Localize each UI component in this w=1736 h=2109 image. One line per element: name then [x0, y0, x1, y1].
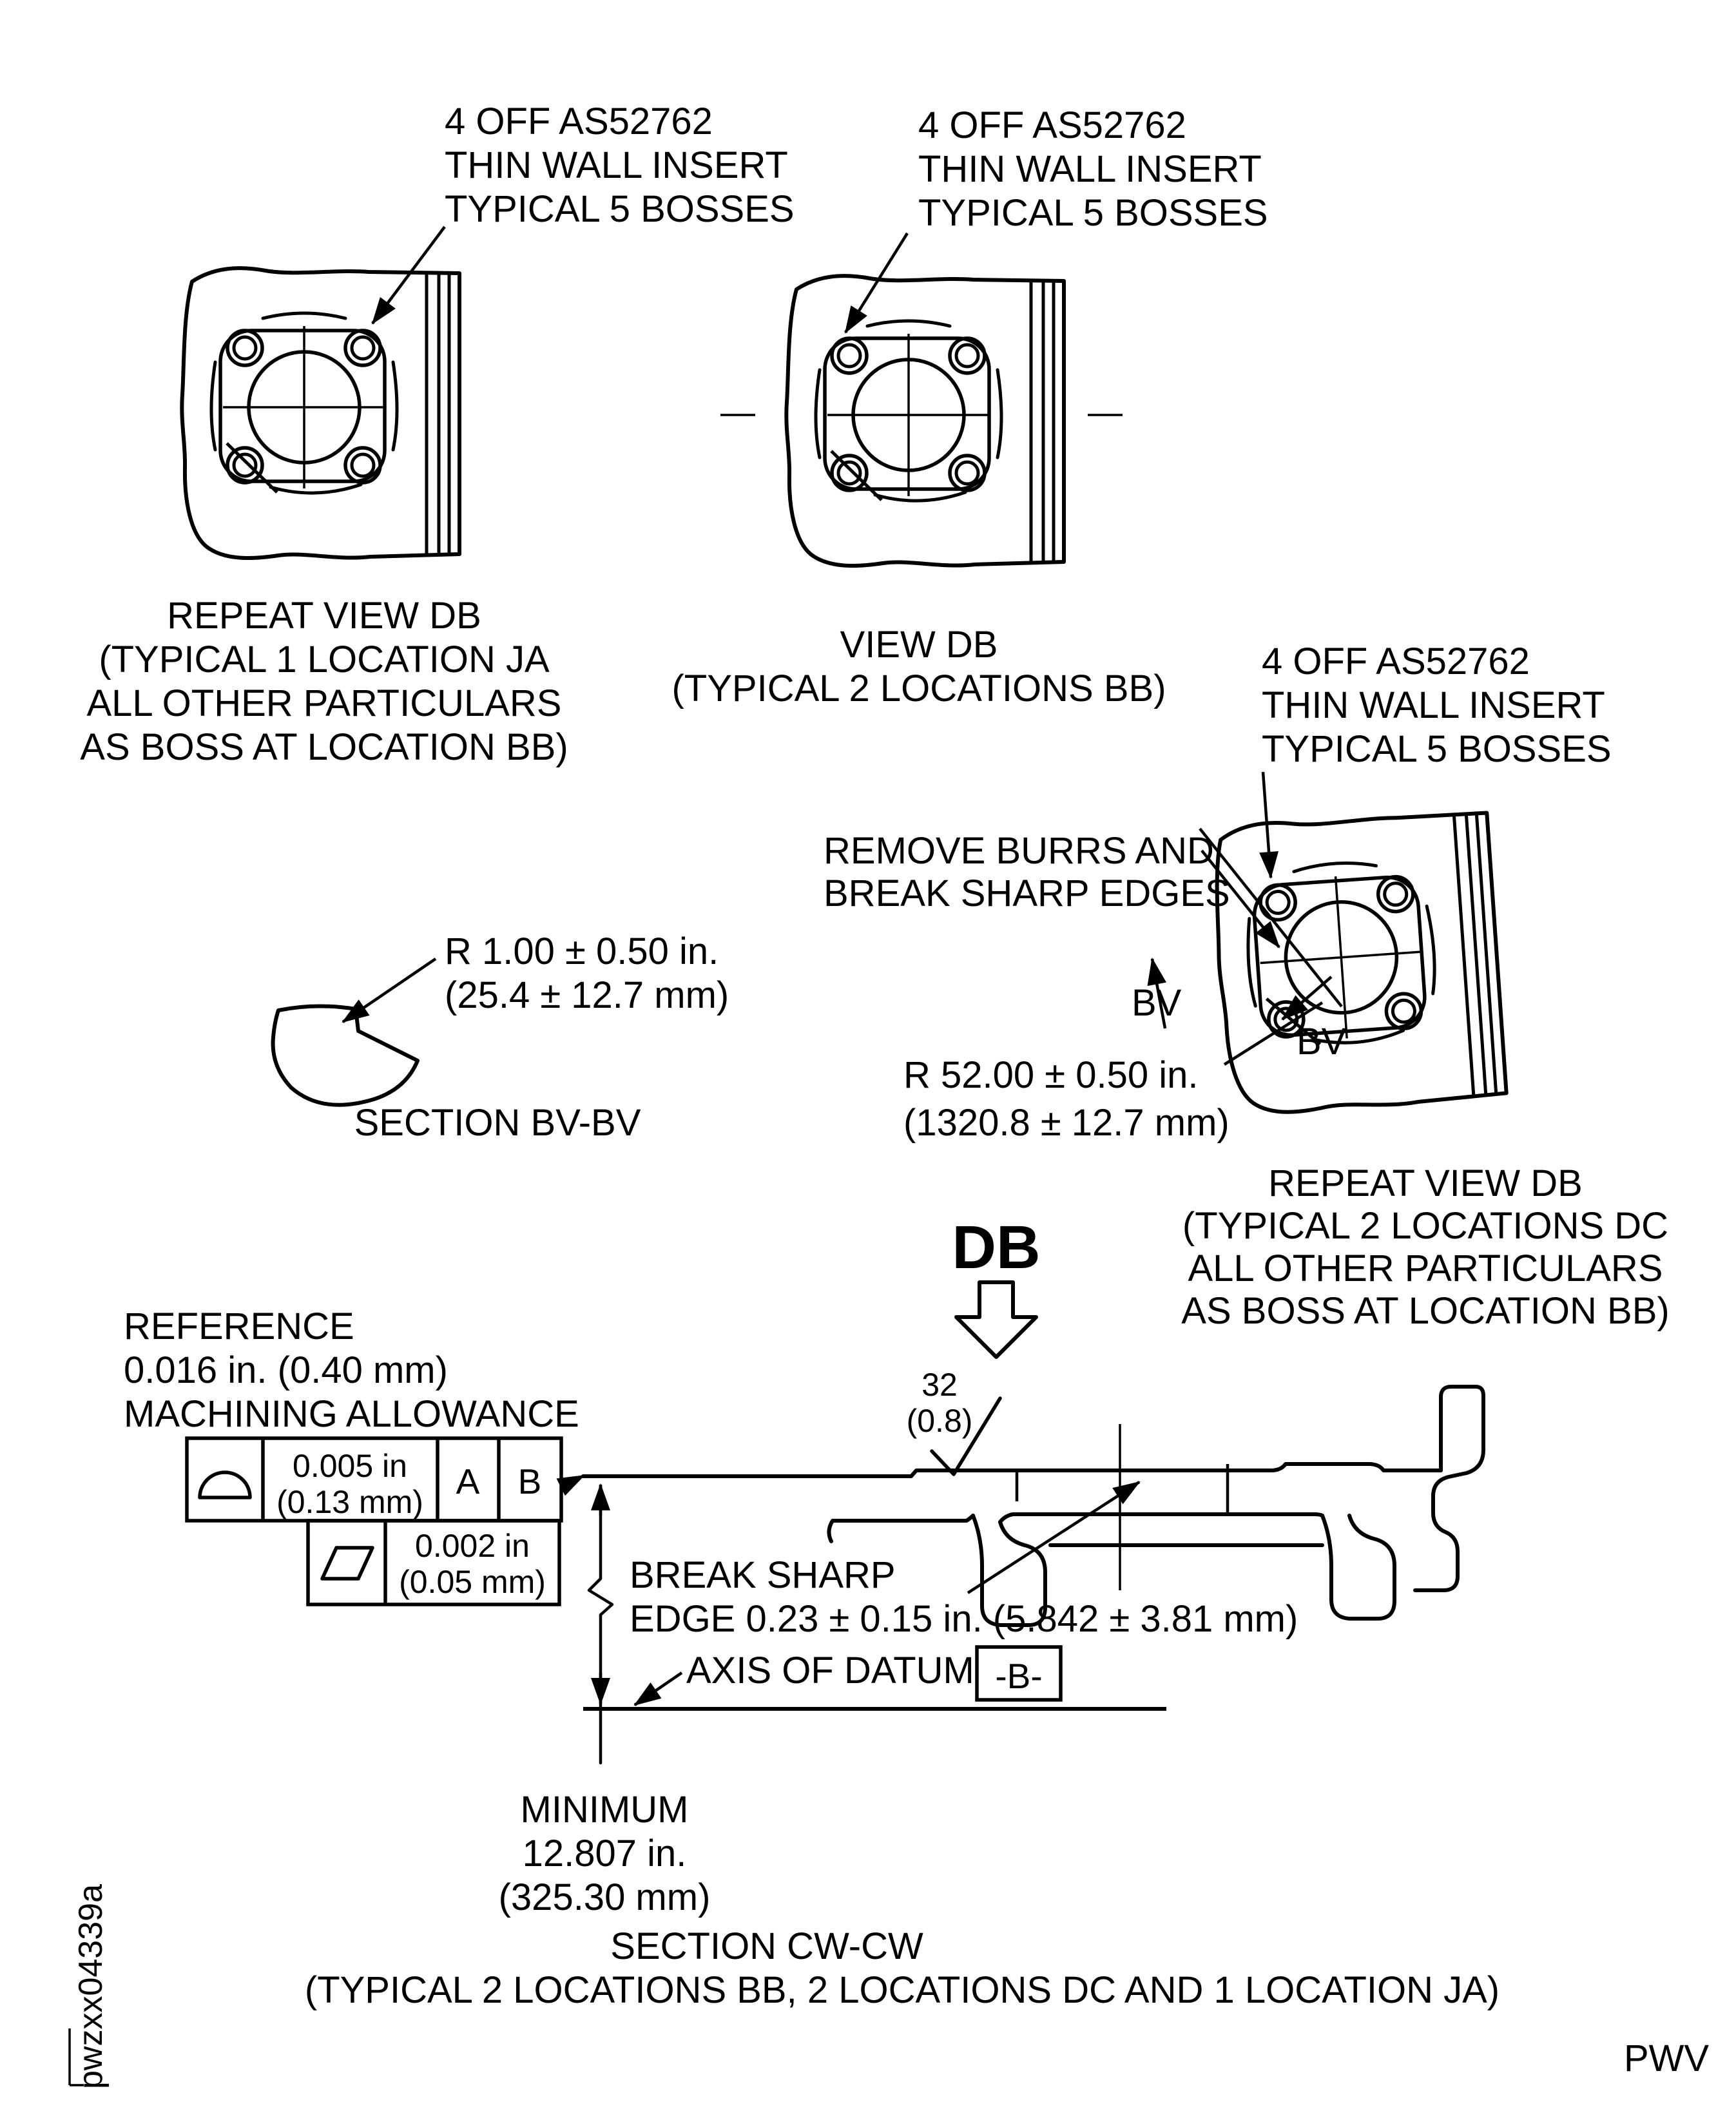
- repeat-right-line2: (TYPICAL 2 LOCATIONS DC: [1182, 1205, 1668, 1247]
- callout-top-middle-line1: 4 OFF AS52762: [918, 104, 1186, 146]
- fcf-profile-datum-a: A: [456, 1461, 480, 1501]
- bv-arrow-2: [1281, 976, 1333, 1021]
- break-sharp-line2: EDGE 0.23 ± 0.15 in. (5.842 ± 3.81 mm): [630, 1598, 1298, 1640]
- minimum-dimension: [587, 1483, 614, 1765]
- fcf-flatness-value-mm: (0.05 mm): [399, 1564, 546, 1600]
- radius-large-leader: [1223, 1001, 1324, 1066]
- boss-view-1: [182, 268, 459, 558]
- reference-line3: MACHINING ALLOWANCE: [124, 1393, 579, 1435]
- repeat-right-line1: REPEAT VIEW DB: [1268, 1162, 1583, 1204]
- radius-small-leader: [342, 958, 437, 1023]
- repeat-left-line4: AS BOSS AT LOCATION BB): [80, 726, 568, 768]
- axis-of-datum-leader: [633, 1671, 683, 1706]
- figure-id-block: pwzxx04339a: [68, 1884, 110, 2089]
- fcf-profile-value-in: 0.005 in: [293, 1448, 407, 1484]
- repeat-left-line3: ALL OTHER PARTICULARS: [86, 682, 561, 724]
- callout-right-line3: TYPICAL 5 BOSSES: [1262, 728, 1612, 770]
- callout-top-middle-leader: [844, 232, 909, 334]
- callout-right-line1: 4 OFF AS52762: [1262, 640, 1530, 682]
- callout-top-middle-line2: THIN WALL INSERT: [918, 148, 1262, 190]
- bv-arrow-1: [1147, 958, 1167, 1029]
- fcf-profile-datum-b: B: [518, 1461, 542, 1501]
- bv-cutting-plane-line: [1199, 827, 1343, 1008]
- fcf-leader: [556, 1474, 585, 1496]
- minimum-line3: (325.30 mm): [499, 1876, 711, 1918]
- feature-control-frame-profile: 0.005 in (0.13 mm) A B: [185, 1436, 585, 1523]
- radius-large-line1: R 52.00 ± 0.50 in.: [903, 1054, 1198, 1096]
- minimum-line1: MINIMUM: [521, 1789, 689, 1831]
- figure-id-text: pwzxx04339a: [72, 1884, 110, 2089]
- datum-box-label: -B-: [995, 1656, 1042, 1696]
- section-bv-wedge: [271, 1004, 420, 1107]
- underside-lines: [827, 1512, 1324, 1547]
- repeat-left-line2: (TYPICAL 1 LOCATION JA: [99, 639, 550, 680]
- callout-top-left-line3: TYPICAL 5 BOSSES: [445, 188, 795, 230]
- radius-small-line2: (25.4 ± 12.7 mm): [445, 974, 729, 1016]
- reference-line2: 0.016 in. (0.40 mm): [124, 1349, 448, 1391]
- bv-arrow-label-2: BV: [1297, 1021, 1347, 1063]
- rib-edge-ticks: [1015, 1464, 1230, 1516]
- break-sharp-line1: BREAK SHARP: [630, 1554, 896, 1596]
- minimum-line2: 12.807 in.: [523, 1833, 687, 1874]
- callout-top-left-line2: THIN WALL INSERT: [445, 144, 788, 186]
- callout-top-left-line1: 4 OFF AS52762: [445, 101, 713, 142]
- section-bv-title: SECTION BV-BV: [354, 1102, 641, 1144]
- hook-rib-right: [1320, 1514, 1396, 1621]
- reference-line1: REFERENCE: [124, 1305, 354, 1347]
- surface-finish-value: 32: [921, 1367, 958, 1403]
- view-db-line2: (TYPICAL 2 LOCATIONS BB): [671, 668, 1166, 709]
- db-view-label: DB: [952, 1213, 1040, 1282]
- machined-top-face: [581, 1462, 1443, 1478]
- section-cw-subtitle: (TYPICAL 2 LOCATIONS BB, 2 LOCATIONS DC …: [305, 1969, 1500, 2011]
- db-view-arrow-icon: [954, 1280, 1038, 1359]
- break-sharp-leader: [967, 1481, 1141, 1594]
- feature-control-frame-flatness: 0.002 in (0.05 mm): [306, 1519, 561, 1606]
- flatness-icon: [320, 1546, 374, 1581]
- fcf-flatness-value-in: 0.002 in: [415, 1528, 530, 1564]
- repeat-right-line4: AS BOSS AT LOCATION BB): [1181, 1290, 1669, 1332]
- remove-burrs-line2: BREAK SHARP EDGES: [824, 872, 1230, 914]
- dimension-line: [587, 1484, 614, 1765]
- axis-of-datum-label: AXIS OF DATUM: [686, 1650, 974, 1691]
- section-cw-profile: [581, 1385, 1485, 1627]
- surface-finish-metric: (0.8): [907, 1403, 973, 1439]
- boss-view-3: [1210, 808, 1507, 1117]
- hook-rib-left: [971, 1514, 1047, 1627]
- callout-top-left-leader: [371, 226, 446, 325]
- callout-top-middle-line3: TYPICAL 5 BOSSES: [918, 192, 1268, 234]
- page-code: PWV: [1624, 2037, 1709, 2079]
- profile-of-a-surface-icon: [198, 1470, 252, 1499]
- repeat-right-line3: ALL OTHER PARTICULARS: [1188, 1247, 1663, 1289]
- repeat-left-line1: REPEAT VIEW DB: [167, 595, 481, 637]
- radius-large-line2: (1320.8 ± 12.7 mm): [903, 1102, 1230, 1144]
- section-cw-title: SECTION CW-CW: [610, 1925, 923, 1967]
- remove-burrs-leader: [1201, 849, 1280, 949]
- callout-right-leader: [1259, 771, 1279, 879]
- view-db-line1: VIEW DB: [840, 624, 998, 666]
- callout-right-line2: THIN WALL INSERT: [1262, 684, 1605, 726]
- datum-feature-symbol: -B-: [975, 1645, 1063, 1702]
- surface-finish-check-icon: [930, 1396, 1002, 1476]
- surface-finish-callout: 32 (0.8): [907, 1367, 1002, 1476]
- figure-id-bracket: [68, 2028, 84, 2086]
- fcf-profile-value-mm: (0.13 mm): [276, 1484, 423, 1520]
- boss-view-2: [786, 276, 1064, 566]
- radius-small-line1: R 1.00 ± 0.50 in.: [445, 930, 719, 972]
- right-flange: [1413, 1385, 1485, 1592]
- remove-burrs-line1: REMOVE BURRS AND: [824, 830, 1214, 872]
